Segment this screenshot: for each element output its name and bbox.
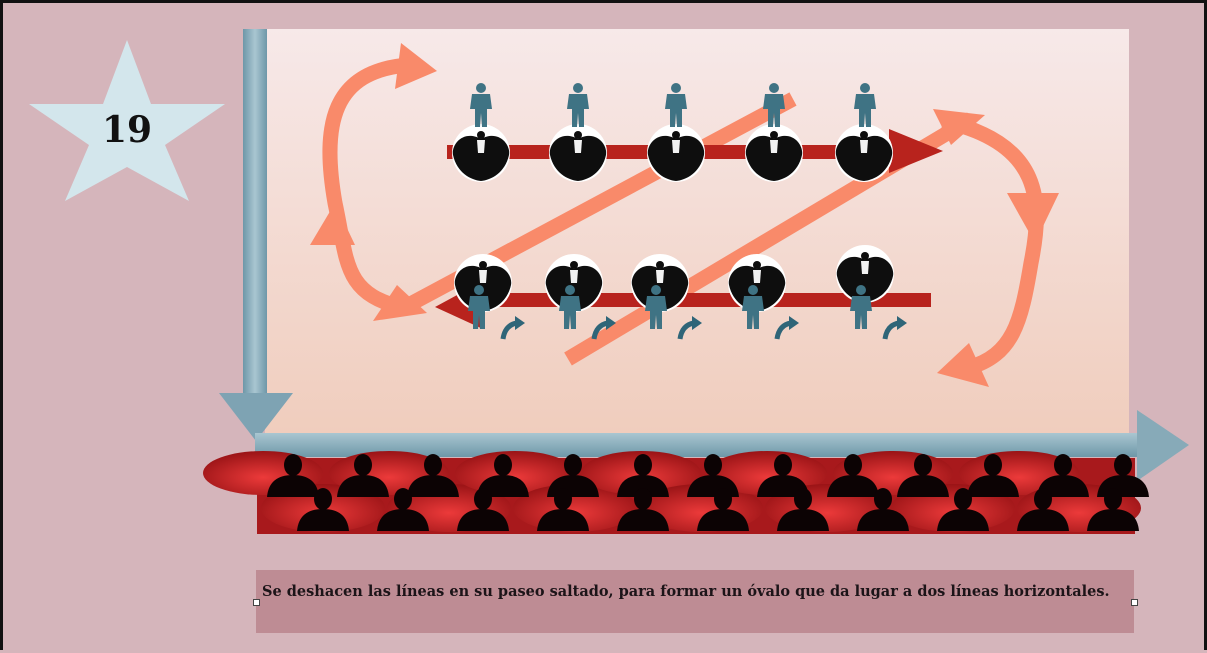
audience-silhouette (617, 488, 669, 531)
turn-arrow-icon (774, 316, 799, 340)
audience-silhouette (1037, 454, 1089, 497)
top-row-dancer-3 (647, 124, 705, 182)
choreography-diagram (29, 29, 1189, 534)
audience-silhouette (297, 488, 349, 531)
audience-silhouette (537, 488, 589, 531)
arrowhead-right-lower (937, 343, 989, 387)
turn-arrow-icon (882, 316, 907, 340)
turn-arrow-icon (500, 316, 525, 340)
textbox-handle-right[interactable] (1131, 599, 1138, 606)
bottom-row-dancer-5 (836, 245, 894, 303)
turn-arrow-icon (591, 316, 616, 340)
arrowhead-right-upper (933, 109, 985, 145)
bottom-row-dancer-3 (631, 254, 689, 312)
star-icon (29, 40, 225, 201)
top-row-dancer-5 (835, 124, 893, 182)
audience-silhouette (457, 488, 509, 531)
top-row-partner-1 (470, 83, 492, 127)
arrowhead-top-left (395, 43, 437, 89)
audience-silhouette (267, 454, 319, 497)
top-row-partner-3 (665, 83, 687, 127)
stage-area (265, 29, 1129, 433)
audience-seats (203, 451, 1149, 534)
dancers-group (452, 124, 894, 312)
audience-silhouette (697, 488, 749, 531)
caption-textbox[interactable]: Se deshacen las líneas en su paseo salta… (256, 570, 1134, 633)
audience-silhouette (377, 488, 429, 531)
top-row-partner-2 (567, 83, 589, 127)
audience-silhouette (1017, 488, 1069, 531)
bottom-row-partner-1 (468, 285, 490, 329)
textbox-handle-left[interactable] (253, 599, 260, 606)
top-row-dancer-2 (549, 124, 607, 182)
bottom-row-partner-5 (850, 285, 872, 329)
slide-number: 19 (101, 109, 153, 151)
top-row-dancer-1 (452, 124, 510, 182)
partners-group (468, 83, 907, 340)
audience-silhouette (937, 488, 989, 531)
bottom-row-dancer-4 (728, 254, 786, 312)
audience-silhouette (477, 454, 529, 497)
bottom-row-partner-2 (559, 285, 581, 329)
top-row-partner-4 (763, 83, 785, 127)
audience-silhouette (827, 454, 879, 497)
top-row-dancer-4 (745, 124, 803, 182)
vertical-axis-arrow (219, 29, 293, 441)
audience-silhouette (407, 454, 459, 497)
audience-silhouette (617, 454, 669, 497)
arrowhead-left-upper (310, 203, 355, 245)
bottom-row-partner-4 (742, 285, 764, 329)
turn-arrow-icon (677, 316, 702, 340)
bottom-row-dancer-2 (545, 254, 603, 312)
audience-silhouette (857, 488, 909, 531)
audience-silhouette (757, 454, 809, 497)
top-row-partner-5 (854, 83, 876, 127)
bottom-row-partner-3 (645, 285, 667, 329)
audience-silhouette (337, 454, 389, 497)
audience-silhouette (777, 488, 829, 531)
audience-silhouette (1087, 488, 1139, 531)
arrowhead-left-lower (373, 285, 427, 321)
path-arrowheads (310, 43, 1059, 387)
audience-silhouette (967, 454, 1019, 497)
arrowhead-right-mid (1007, 193, 1059, 243)
audience-silhouette (897, 454, 949, 497)
